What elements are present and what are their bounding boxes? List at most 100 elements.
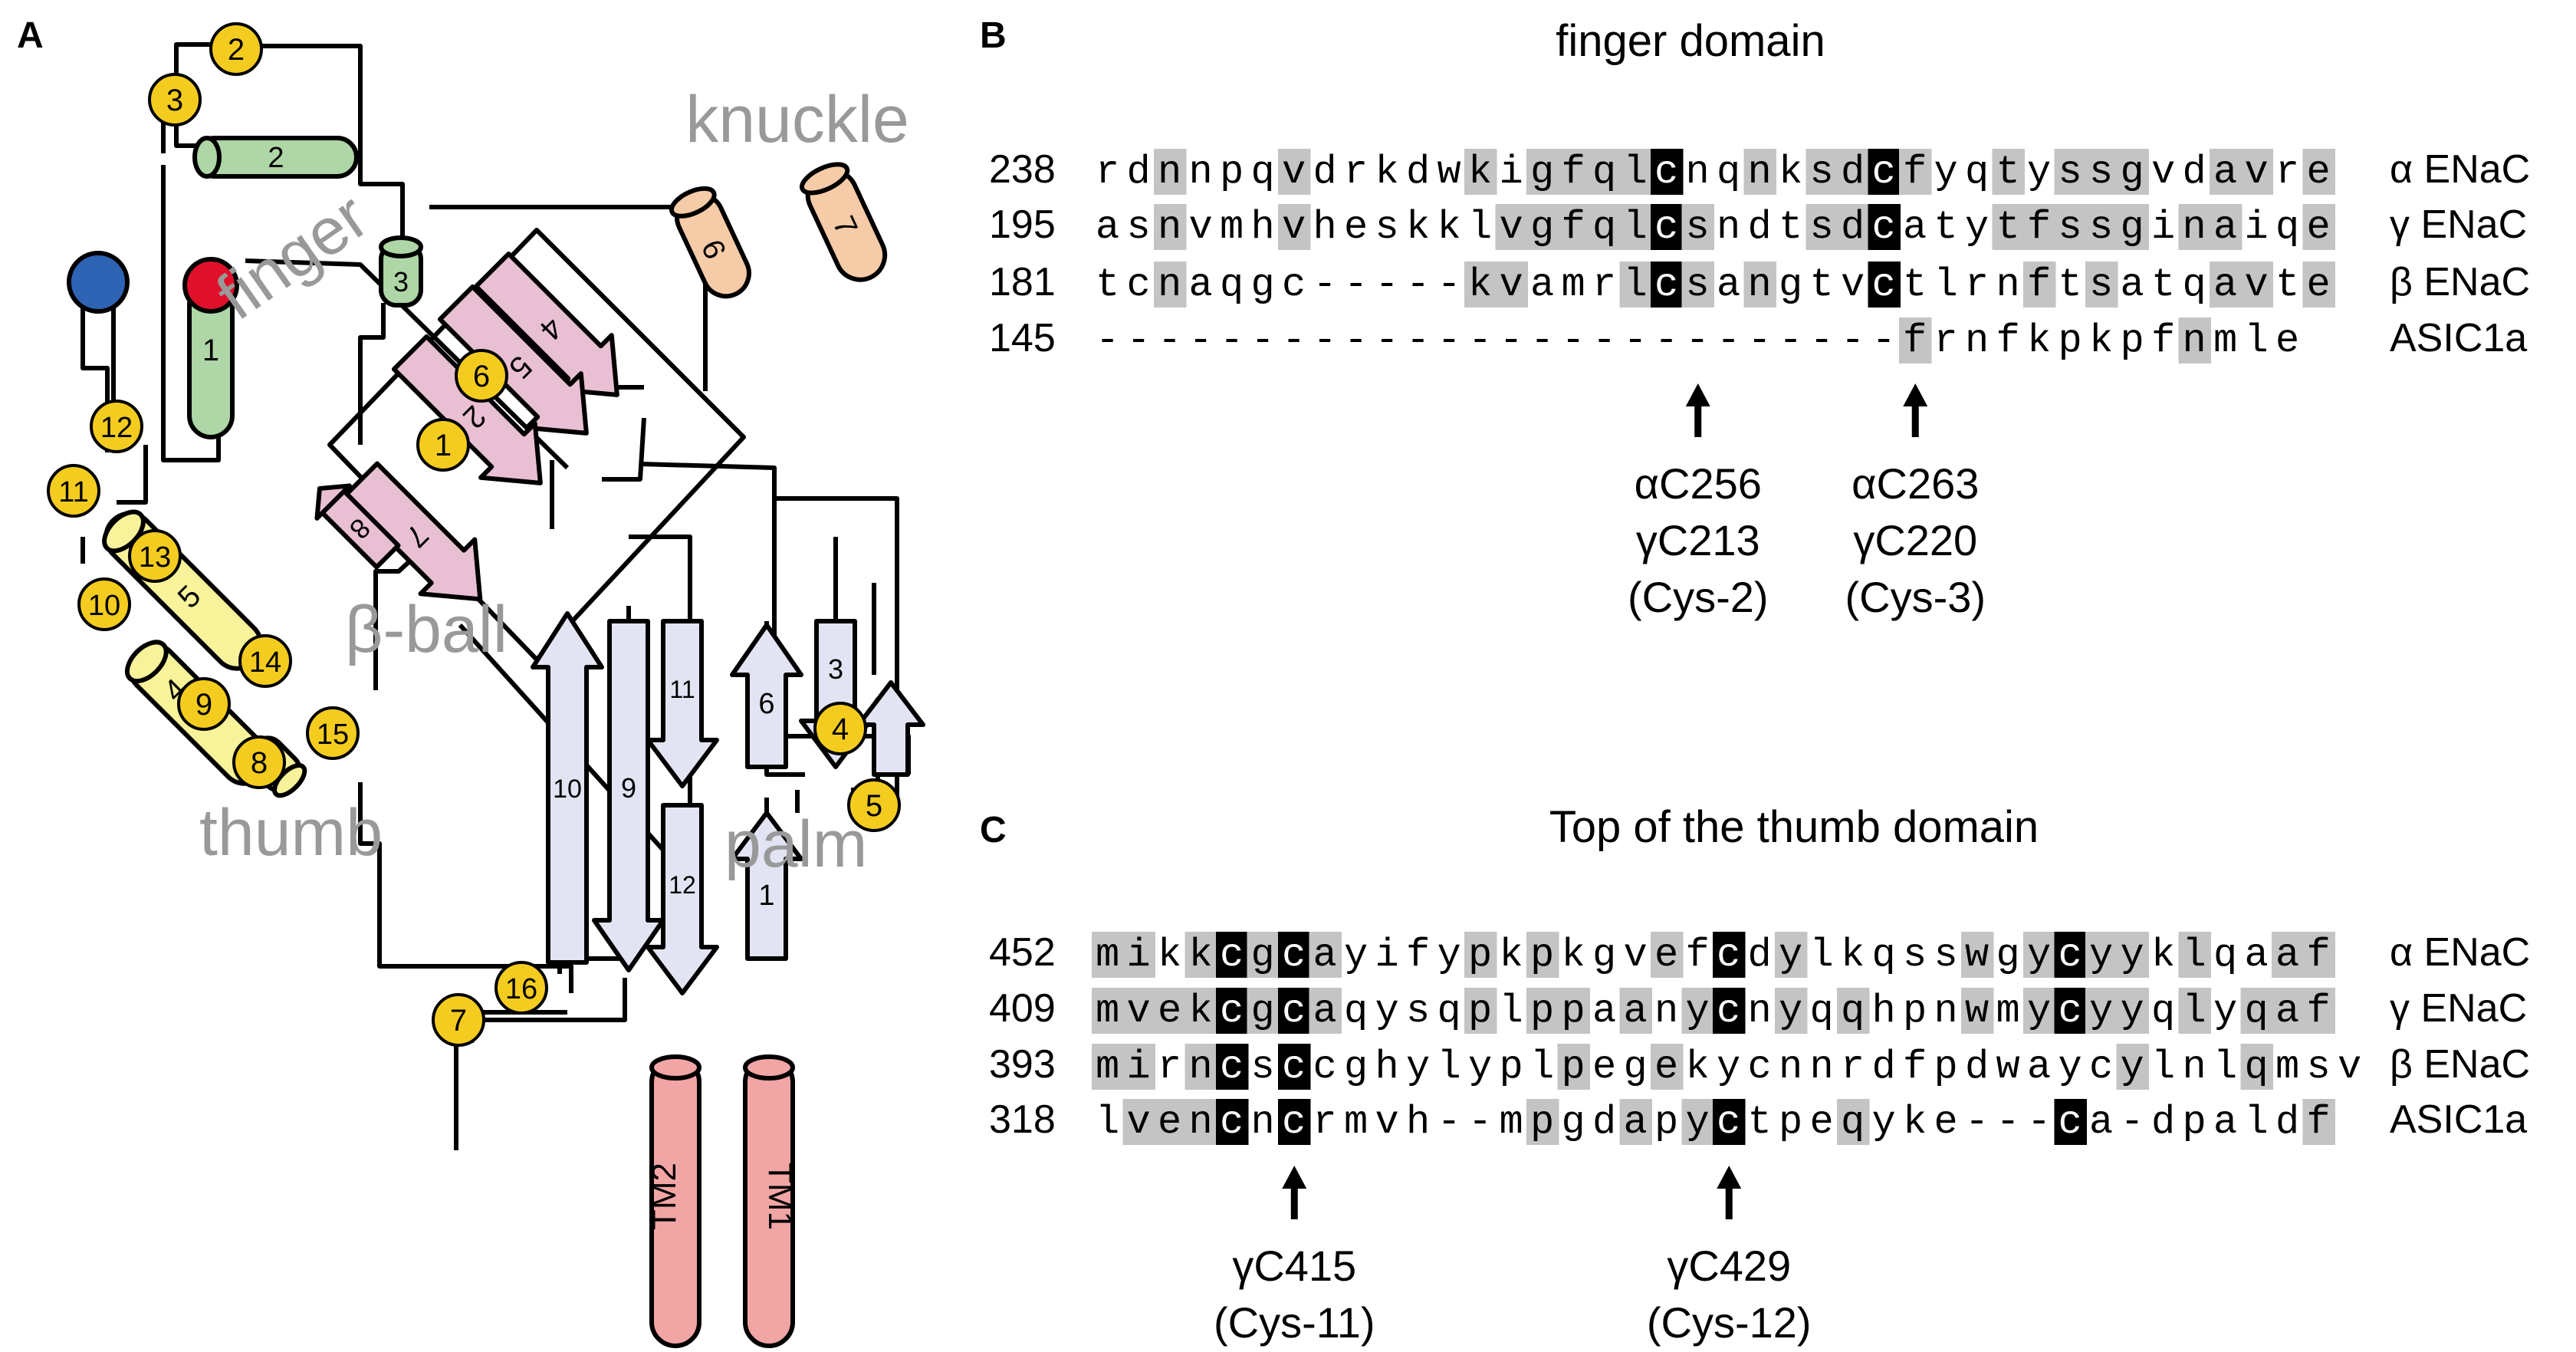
- similarity-box: [1154, 149, 1187, 195]
- similarity-box: [1589, 149, 1622, 195]
- cysteine-annotation: (Cys-3): [1845, 573, 1986, 621]
- svg-text:3: 3: [166, 84, 183, 117]
- similarity-box: [1557, 204, 1590, 250]
- similarity-box: [1526, 149, 1559, 195]
- similarity-box: [2178, 988, 2211, 1034]
- cysteine-annotation: (Cys-12): [1647, 1298, 1812, 1347]
- conserved-cys-box: [1868, 149, 1901, 195]
- svg-text:10: 10: [553, 775, 582, 804]
- similarity-box: [1154, 988, 1187, 1034]
- residue-number: 409: [989, 986, 1056, 1031]
- svg-text:3: 3: [393, 266, 409, 298]
- cysteine-annotation: γC213: [1636, 516, 1760, 564]
- similarity-box: [2178, 932, 2211, 978]
- similarity-box: [1122, 1099, 1155, 1145]
- strand-2: 2: [391, 334, 543, 485]
- similarity-box: [1464, 262, 1497, 308]
- residue-number: 452: [989, 930, 1056, 975]
- residue-number: 181: [989, 260, 1056, 304]
- similarity-box: [2085, 149, 2118, 195]
- similarity-box: [1464, 149, 1497, 195]
- conserved-cys-box: [1216, 932, 1249, 978]
- similarity-box: [1837, 988, 1870, 1034]
- similarity-box: [1154, 1099, 1187, 1145]
- panel-c-label: C: [980, 810, 1007, 850]
- panel-a-label: A: [17, 15, 44, 56]
- similarity-box: [1619, 262, 1652, 308]
- svg-text:TM1: TM1: [761, 1163, 799, 1230]
- similarity-box: [2272, 988, 2305, 1034]
- strand-6: 6: [730, 623, 803, 769]
- thumb-panel-title: Top of the thumb domain: [1549, 802, 2039, 852]
- helix-2: 2: [192, 136, 359, 179]
- protein-name: β ENaC: [2390, 260, 2530, 304]
- svg-text:12: 12: [669, 871, 696, 899]
- protein-name: γ ENaC: [2390, 986, 2527, 1031]
- strand-12: 12: [646, 803, 719, 995]
- conserved-cys-box: [1713, 988, 1746, 1034]
- similarity-box: [1495, 204, 1528, 250]
- conserved-cys-box: [1713, 1099, 1746, 1145]
- similarity-box: [1899, 317, 1932, 363]
- cys-10-marker: [77, 577, 131, 631]
- svg-text:1: 1: [758, 880, 774, 912]
- similarity-box: [1122, 988, 1155, 1034]
- conserved-cys-box: [1278, 1044, 1311, 1090]
- similarity-box: [2116, 204, 2149, 250]
- similarity-box: [2085, 262, 2118, 308]
- similarity-box: [1557, 988, 1590, 1034]
- strand-9: 9: [592, 619, 665, 972]
- cysteine-annotation: γC220: [1853, 516, 1977, 564]
- similarity-box: [2054, 149, 2087, 195]
- cys-14-marker: [238, 634, 292, 688]
- finger-label: finger: [204, 179, 381, 334]
- similarity-box: [1806, 204, 1838, 250]
- protein-name: β ENaC: [2390, 1042, 2530, 1087]
- cysteine-annotation: αC256: [1635, 459, 1762, 508]
- cys-3-marker: [148, 73, 202, 127]
- strand-1: 1: [730, 811, 803, 961]
- similarity-box: [1651, 932, 1684, 978]
- similarity-box: [2302, 149, 2335, 195]
- similarity-box: [1154, 262, 1187, 308]
- svg-text:1: 1: [435, 429, 452, 462]
- similarity-box: [1154, 204, 1187, 250]
- similarity-box: [1837, 204, 1870, 250]
- residue-number: 195: [989, 202, 1056, 247]
- cys-2-marker: [209, 22, 263, 76]
- similarity-box: [1961, 988, 1994, 1034]
- similarity-box: [2240, 149, 2273, 195]
- similarity-box: [1526, 204, 1559, 250]
- similarity-box: [1247, 932, 1280, 978]
- similarity-box: [1092, 932, 1125, 978]
- conserved-cys-box: [1278, 932, 1311, 978]
- protein-name: ASIC1a: [2390, 1097, 2527, 1142]
- svg-text:6: 6: [758, 688, 774, 720]
- similarity-box: [2023, 932, 2056, 978]
- knuckle-label: knuckle: [685, 83, 909, 156]
- cysteine-arrowhead: [1717, 1166, 1742, 1189]
- similarity-box: [1526, 1099, 1559, 1145]
- similarity-box: [2085, 204, 2118, 250]
- protein-name: α ENaC: [2390, 147, 2530, 192]
- similarity-box: [1247, 988, 1280, 1034]
- svg-text:4: 4: [832, 712, 849, 746]
- protein-name: α ENaC: [2390, 930, 2530, 975]
- similarity-box: [2240, 988, 2273, 1034]
- similarity-box: [1464, 932, 1497, 978]
- conserved-cys-box: [1278, 988, 1311, 1034]
- similarity-box: [2302, 932, 2335, 978]
- conserved-cys-box: [1651, 262, 1684, 308]
- similarity-box: [2054, 204, 2087, 250]
- similarity-box: [1557, 1044, 1590, 1090]
